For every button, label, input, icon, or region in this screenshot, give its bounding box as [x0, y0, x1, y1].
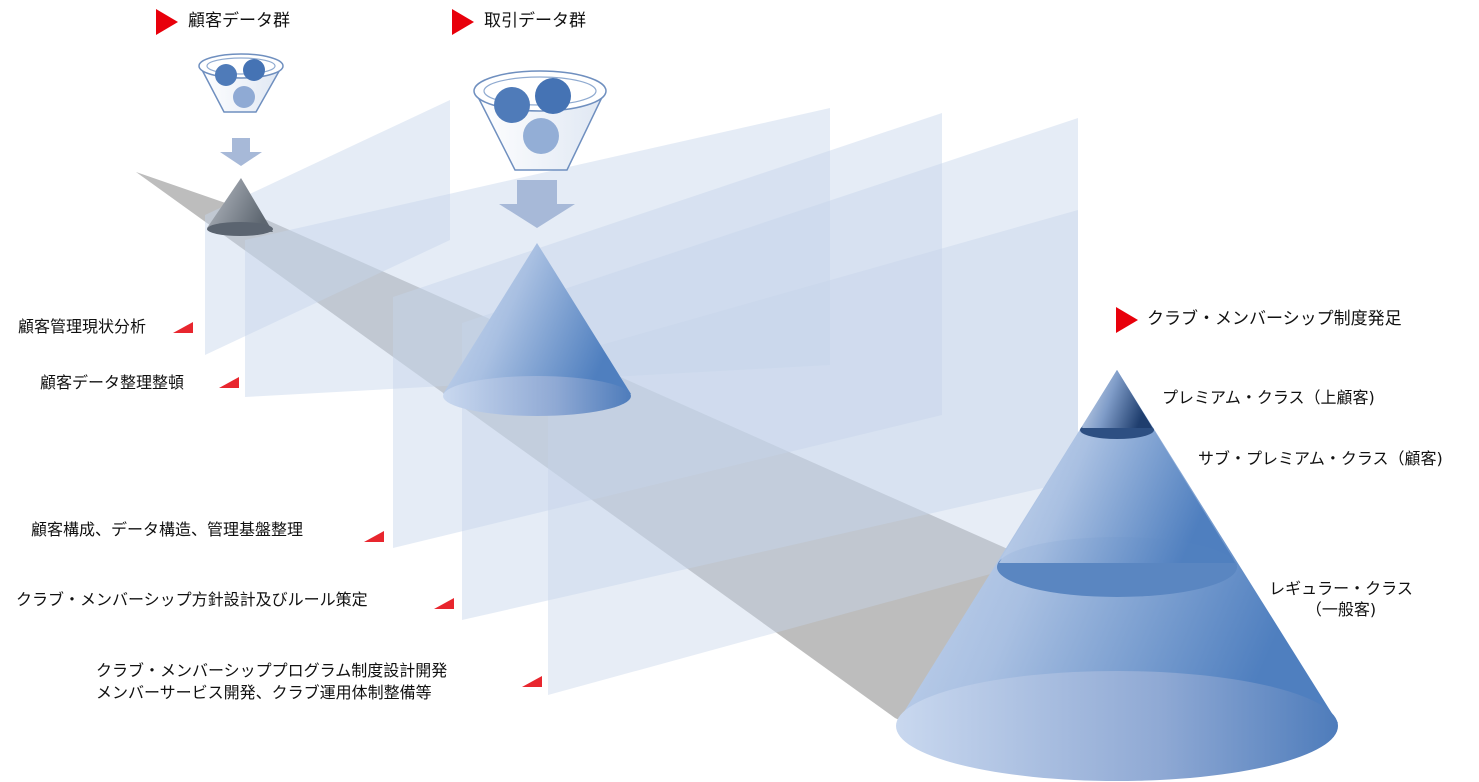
small-cone-base	[207, 222, 273, 236]
mid-cone-base	[443, 376, 631, 416]
panel-3	[393, 113, 942, 548]
step-label-1: 顧客管理現状分析	[18, 317, 147, 336]
step-label-6: メンバーサービス開発、クラブ運用体制整備等	[96, 683, 432, 702]
step-pointer-2	[219, 377, 239, 388]
mid-cone	[443, 243, 631, 394]
step-pointer-3	[364, 531, 384, 542]
step-label-3: 顧客構成、データ構造、管理基盤整理	[31, 520, 304, 539]
step-pointer-4	[434, 598, 454, 609]
premium-class-label: プレミアム・クラス（上顧客)	[1162, 388, 1375, 407]
big-cone-base	[896, 671, 1338, 781]
club-launch-header: クラブ・メンバーシップ制度発足	[1147, 309, 1402, 329]
panel-1	[205, 100, 450, 355]
regular-class-line-2: （一般客)	[1305, 600, 1377, 619]
transaction-data-header: 取引データ群	[484, 11, 586, 31]
regular-class-label: レギュラー・クラス （一般客)	[1258, 578, 1424, 620]
panel-4	[462, 118, 1078, 620]
header-marker-1	[156, 9, 178, 35]
step-label-4: クラブ・メンバーシップ方針設計及びルール策定	[16, 590, 368, 609]
step-label-2: 顧客データ整理整頓	[40, 373, 185, 392]
header-marker-2	[452, 9, 474, 35]
header-marker-3	[1116, 307, 1138, 333]
small-cone	[207, 178, 273, 232]
step-label-5: クラブ・メンバーシッププログラム制度設計開発	[96, 661, 448, 680]
transaction-funnel-icon	[473, 70, 607, 171]
customer-funnel-icon	[198, 53, 284, 113]
regular-class-line-1: レギュラー・クラス	[1269, 579, 1413, 598]
customer-data-header: 顧客データ群	[188, 11, 290, 31]
step-pointer-5	[522, 676, 542, 687]
sub-premium-tier-top	[999, 370, 1235, 563]
down-arrow-large	[499, 180, 575, 228]
down-arrow-small	[220, 138, 262, 166]
step-pointer-1	[173, 322, 193, 333]
sub-premium-class-label: サブ・プレミアム・クラス（顧客)	[1198, 449, 1443, 468]
process-shadow-band	[136, 172, 1010, 735]
panel-5	[548, 210, 1078, 695]
